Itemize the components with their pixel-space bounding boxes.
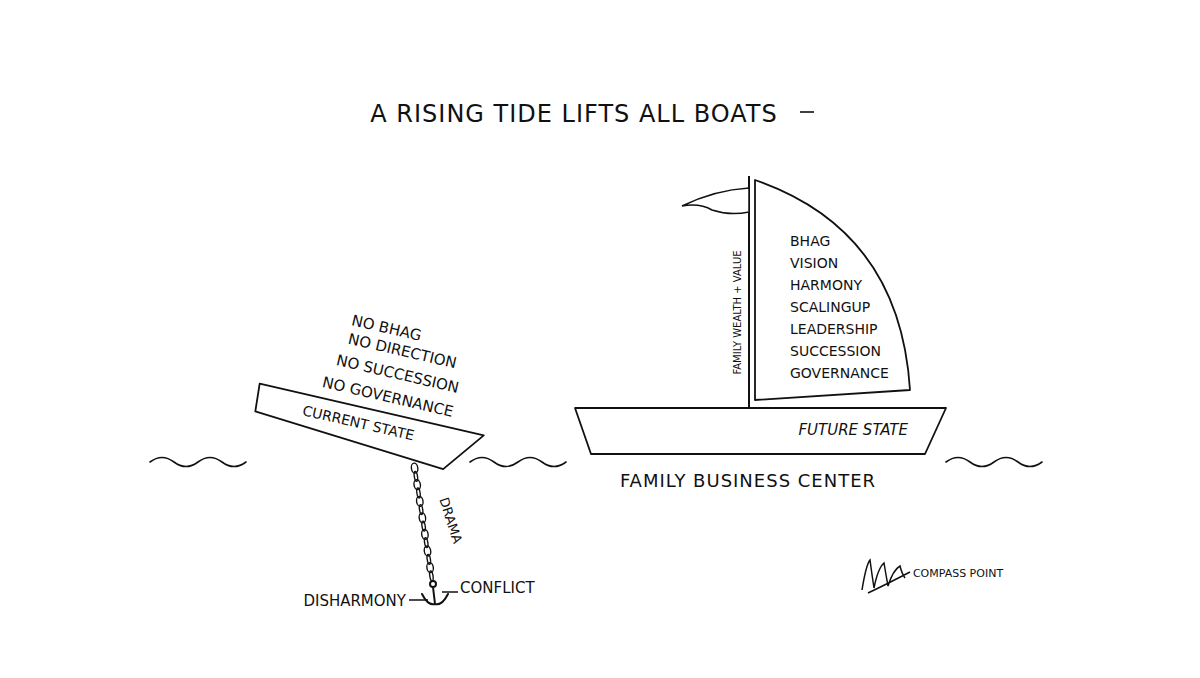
boat-name: FAMILY BUSINESS CENTER [620, 470, 876, 491]
flag [682, 188, 749, 214]
outline [575, 408, 946, 454]
sail-word: BHAG [790, 230, 830, 252]
anchor-arms [422, 594, 448, 604]
signature [862, 560, 910, 593]
anchor-label: CONFLICT [460, 579, 535, 597]
mast-label: FAMILY WEALTH + VALUE [731, 250, 742, 374]
anchor-label: DISHARMONY [303, 592, 406, 610]
chain-link [429, 571, 434, 581]
signature-name: COMPASS POINT [913, 567, 1003, 580]
leader-line [409, 599, 428, 601]
waves [150, 458, 1042, 467]
sail-word: HARMONY [790, 274, 862, 296]
node-text-area: BHAGVISIONHARMONYSCALINGUPLEADERSHIPSUCC… [753, 178, 918, 400]
node-text-area: FUTURE STATE [573, 406, 948, 456]
wave [470, 458, 566, 467]
wave [150, 458, 246, 467]
sail-word: SCALINGUP [790, 296, 870, 318]
chain [411, 463, 434, 581]
sail: BHAGVISIONHARMONYSCALINGUPLEADERSHIPSUCC… [753, 178, 918, 400]
title-tail [800, 111, 814, 113]
outline [755, 180, 910, 400]
chain-label: DRAMA [437, 495, 466, 545]
node-label: FUTURE STATE [798, 421, 908, 439]
leader-line [442, 591, 458, 593]
sail-word: SUCCESSION [790, 340, 881, 362]
sail-word: VISION [790, 252, 838, 274]
sail-word: GOVERNANCE [790, 362, 889, 384]
wave [946, 458, 1042, 467]
anchor-shank [433, 587, 435, 604]
title: A RISING TIDE LIFTS ALL BOATS [370, 100, 777, 128]
sail-word: LEADERSHIP [790, 318, 878, 340]
sailboat-hull: FUTURE STATE [573, 406, 948, 456]
